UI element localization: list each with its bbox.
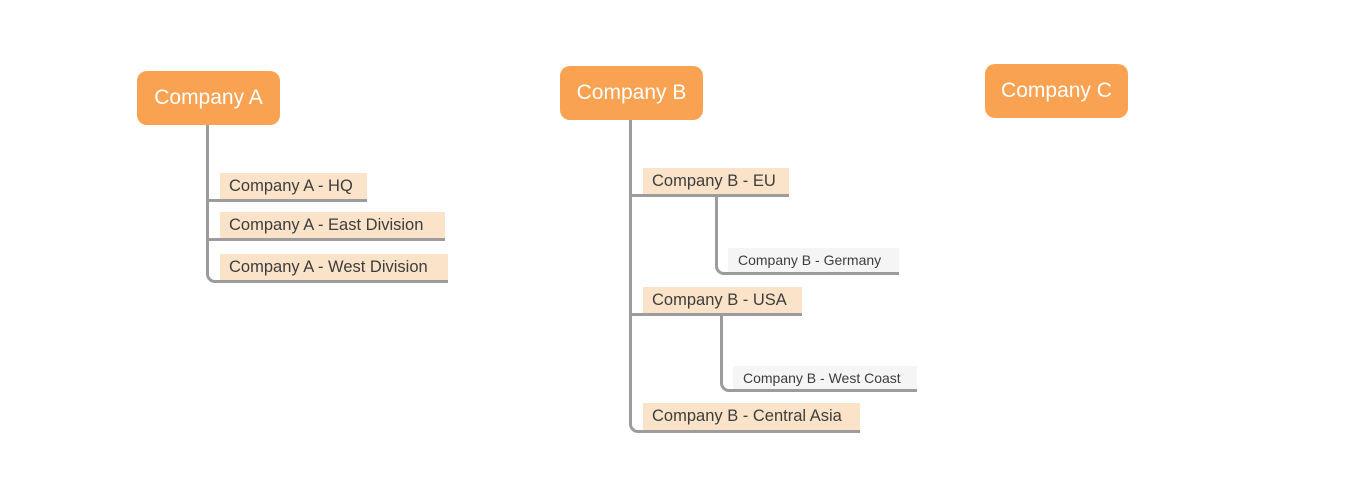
node-company-c[interactable]: Company C <box>985 64 1128 118</box>
connector-company-a-east-line <box>206 238 445 241</box>
node-company-b-central-asia[interactable]: Company B - Central Asia <box>643 403 860 430</box>
node-company-a-hq[interactable]: Company A - HQ <box>220 173 367 199</box>
node-company-b-west-coast[interactable]: Company B - West Coast <box>733 366 917 389</box>
node-company-b[interactable]: Company B <box>560 66 703 120</box>
connector-company-b-eu-line <box>629 194 789 197</box>
node-company-a-east-division[interactable]: Company A - East Division <box>220 212 445 238</box>
node-company-b-germany[interactable]: Company B - Germany <box>728 248 899 272</box>
node-company-a-west-division[interactable]: Company A - West Division <box>220 254 448 280</box>
connector-company-a-hq-line <box>206 199 367 202</box>
connector-company-b-usa-line <box>629 313 802 316</box>
node-company-a[interactable]: Company A <box>137 71 280 125</box>
node-company-b-eu[interactable]: Company B - EU <box>643 168 789 194</box>
node-company-b-usa[interactable]: Company B - USA <box>643 287 802 313</box>
